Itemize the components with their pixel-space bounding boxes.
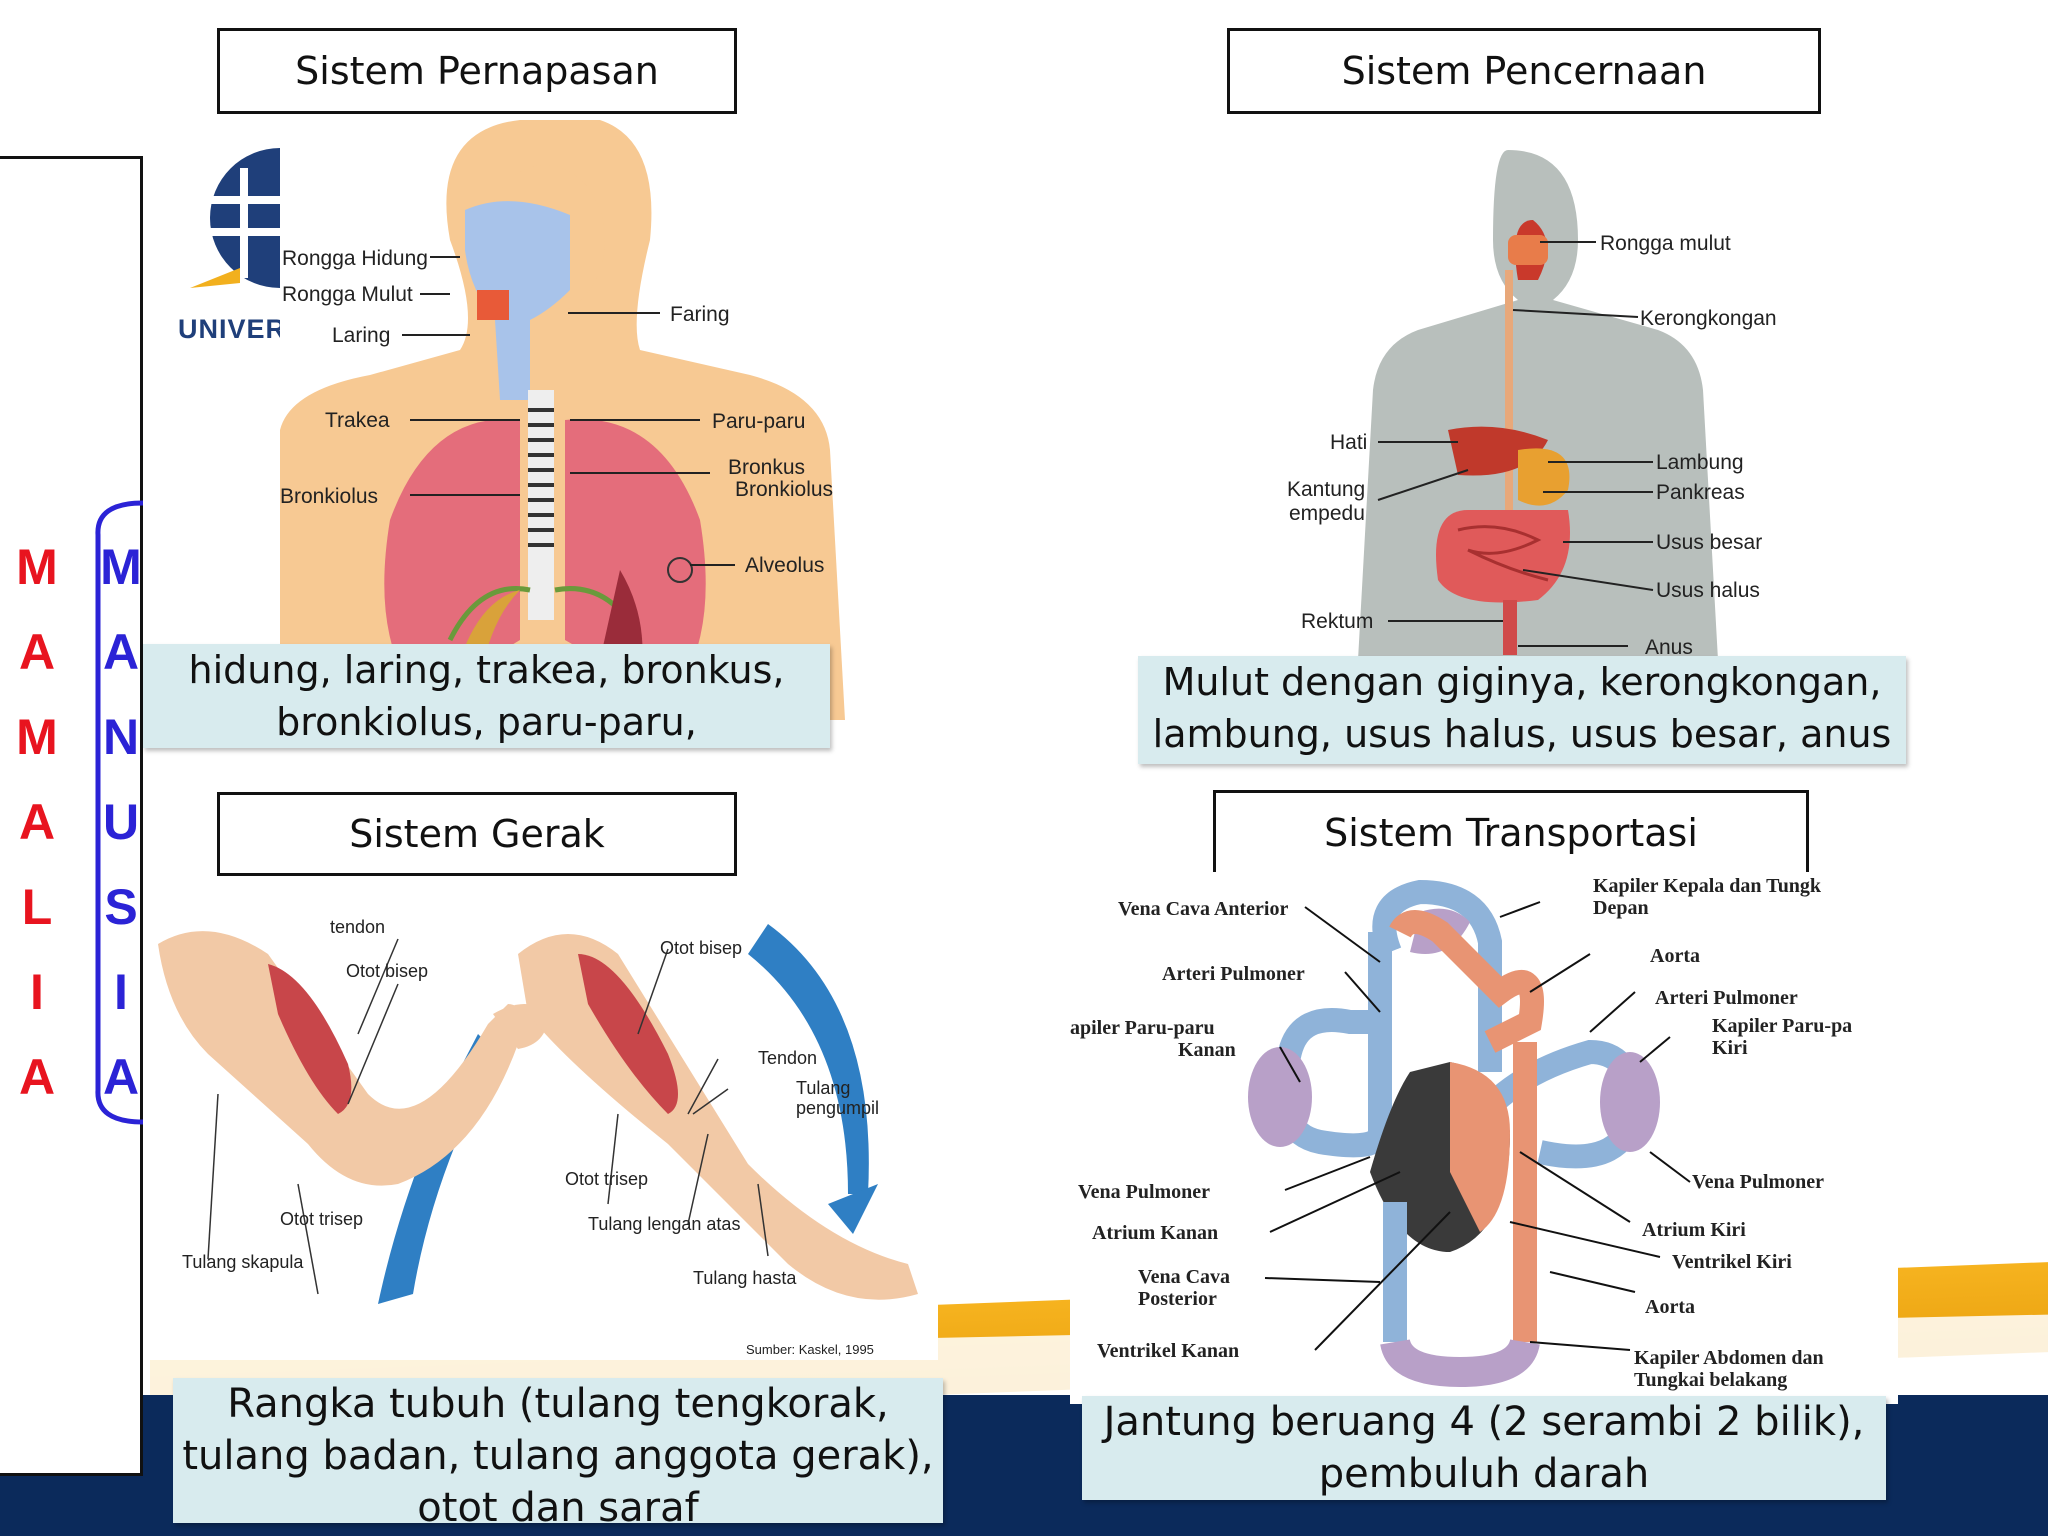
label-tulang-pengumpil-1: Tulang [796,1078,850,1098]
mamalia-letter: L [21,879,53,935]
label-kapiler-kepala-1: Kapiler Kepala dan Tungk [1593,875,1822,897]
respiration-title: Sistem Pernapasan [217,28,737,114]
university-logo: UNIVERS [170,118,350,348]
label-vena-pulmoner-left: Vena Pulmoner [1078,1181,1210,1203]
mamalia-letter: A [18,1049,56,1105]
label-usus-besar: Usus besar [1656,531,1762,554]
label-kapiler-paru-kiri-2: Kiri [1712,1037,1748,1059]
label-sumber: Sumber: Kaskel, 1995 [746,1342,874,1357]
globe-logo-icon [190,148,350,288]
mamalia-letter: A [18,624,56,680]
manusia-letter: M [100,539,142,595]
label-kapiler-paru-kiri-1: Kapiler Paru-pa [1712,1015,1852,1037]
movement-diagram: tendon Otot bisep Otot trisep Tulang ska… [148,884,938,1360]
label-tendon-2: Tendon [758,1048,817,1068]
manusia-letter: N [102,709,140,765]
label-hati: Hati [1330,431,1367,454]
label-pankreas: Pankreas [1656,481,1745,504]
label-vena-pulmoner-right: Vena Pulmoner [1692,1171,1824,1193]
label-bronkus: Bronkus [728,456,805,479]
manusia-letter: A [102,1049,140,1105]
label-paru-paru: Paru-paru [712,410,805,433]
mamalia-letter: A [18,794,56,850]
label-trakea: Trakea [325,409,390,432]
label-empedu: empedu [1289,502,1365,525]
label-vena-cava-posterior-2: Posterior [1138,1288,1217,1310]
manusia-letter: U [102,794,140,850]
mamalia-vertical-word: M A M A L I A [12,525,62,1120]
label-aorta-top: Aorta [1650,945,1700,967]
label-alveolus: Alveolus [745,554,824,577]
label-vena-cava-anterior: Vena Cava Anterior [1118,898,1288,920]
label-ventrikel-kanan: Ventrikel Kanan [1097,1340,1239,1362]
label-lambung: Lambung [1656,451,1744,474]
label-kapiler-paru-kanan-2: Kanan [1178,1039,1236,1061]
transport-caption: Jantung beruang 4 (2 serambi 2 bilik), p… [1082,1396,1886,1500]
transport-diagram: Vena Cava Anterior Kapiler Kepala dan Tu… [1070,872,1898,1404]
label-atrium-kiri: Atrium Kiri [1642,1219,1746,1241]
label-aorta-bottom: Aorta [1645,1296,1695,1318]
label-tulang-skapula: Tulang skapula [182,1252,304,1272]
label-rongga-mulut: Rongga Mulut [282,283,413,306]
label-bronkiolus-left: Bronkiolus [280,485,378,508]
label-tulang-pengumpil-2: pengumpil [796,1098,879,1118]
movement-title: Sistem Gerak [217,792,737,876]
label-kapiler-kepala-2: Depan [1593,897,1649,919]
label-tulang-hasta: Tulang hasta [693,1268,797,1288]
label-kantung: Kantung [1287,478,1365,501]
label-anus: Anus [1645,636,1693,659]
label-tulang-lengan-atas: Tulang lengan atas [588,1214,740,1234]
label-rongga-mulut: Rongga mulut [1600,232,1731,255]
mamalia-letter: M [16,539,58,595]
label-otot-bisep-1: Otot bisep [346,961,428,981]
label-usus-halus: Usus halus [1656,579,1760,602]
transport-title: Sistem Transportasi [1213,790,1809,876]
manusia-letter: S [104,879,138,935]
digestion-title: Sistem Pencernaan [1227,28,1821,114]
label-otot-trisep-2: Otot trisep [565,1169,648,1189]
label-rongga-hidung: Rongga Hidung [282,247,428,270]
mamalia-letter: I [30,964,44,1020]
label-tendon-1: tendon [330,917,385,937]
respiration-diagram: Rongga Hidung Rongga Mulut Laring Faring… [280,120,845,720]
label-vena-cava-posterior-1: Vena Cava [1138,1266,1230,1288]
manusia-letter: I [114,964,128,1020]
movement-caption: Rangka tubuh (tulang tengkorak, tulang b… [173,1378,943,1531]
label-kerongkongan: Kerongkongan [1640,307,1777,330]
respiration-caption: hidung, laring, trakea, bronkus, bronkio… [143,644,830,748]
side-panel [0,156,143,1476]
manusia-letter: A [102,624,140,680]
digestion-diagram: Rongga mulut Kerongkongan Hati Kantung e… [1278,130,1793,660]
label-arteri-pulmoner-left: Arteri Pulmoner [1162,963,1305,985]
label-laring: Laring [332,324,390,347]
label-atrium-kanan: Atrium Kanan [1092,1222,1218,1244]
label-arteri-pulmoner-right: Arteri Pulmoner [1655,987,1798,1009]
digestion-caption: Mulut dengan giginya, kerongkongan, lamb… [1138,656,1906,764]
brace-icon [95,500,144,1125]
label-rektum: Rektum [1301,610,1373,633]
manusia-vertical-word: M A N U S I A [96,525,146,1120]
label-ventrikel-kiri: Ventrikel Kiri [1672,1251,1792,1273]
label-kapiler-abdomen-1: Kapiler Abdomen dan [1634,1347,1824,1369]
label-otot-bisep-2: Otot bisep [660,938,742,958]
label-kapiler-paru-kanan-1: apiler Paru-paru [1070,1017,1215,1039]
label-faring: Faring [670,303,730,326]
mamalia-letter: M [16,709,58,765]
label-kapiler-abdomen-2: Tungkai belakang [1634,1369,1787,1391]
label-bronkiolus-right: Bronkiolus [735,478,833,501]
label-otot-trisep-1: Otot trisep [280,1209,363,1229]
